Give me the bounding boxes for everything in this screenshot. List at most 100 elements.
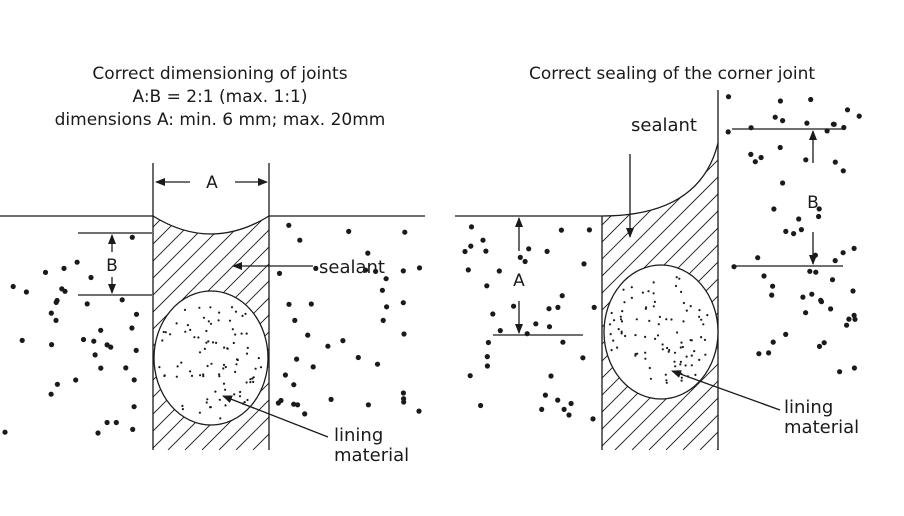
texture-dot (636, 352, 639, 355)
hatch-line (235, 416, 269, 450)
texture-dot (586, 227, 593, 233)
texture-dot (206, 364, 209, 368)
texture-dot (756, 351, 762, 357)
texture-dot (123, 365, 129, 371)
texture-dot (176, 365, 179, 368)
texture-dot (679, 346, 682, 349)
texture-dot (725, 129, 731, 135)
texture-dot (53, 317, 59, 323)
texture-dot (846, 316, 852, 322)
texture-dot (616, 346, 619, 349)
texture-dot (380, 317, 386, 323)
texture-dot (222, 382, 226, 385)
texture-dot (384, 304, 390, 310)
texture-dot (698, 315, 701, 318)
texture-dot (88, 274, 94, 281)
texture-dot (809, 291, 815, 297)
texture-dot (678, 277, 681, 280)
texture-dot (133, 347, 139, 353)
texture-dot (183, 308, 187, 311)
texture-dot (634, 354, 637, 357)
sealant-label: sealant (631, 115, 697, 136)
sealant-surface (152, 215, 270, 235)
lining-arrow (222, 395, 329, 438)
texture-dot (291, 401, 297, 407)
texture-dot (609, 333, 612, 336)
left-title-line-3: dimensions A: min. 6 mm; max. 20mm (55, 110, 386, 130)
texture-dot (752, 159, 758, 165)
texture-dot (73, 377, 79, 383)
texture-dot (676, 331, 679, 334)
texture-dot (679, 360, 683, 363)
hatch-line (631, 363, 718, 450)
texture-dot (612, 339, 615, 342)
texture-dot (215, 341, 218, 344)
texture-dot (680, 376, 683, 379)
texture-dot (175, 322, 178, 325)
texture-dot (133, 311, 140, 317)
texture-dot (780, 180, 786, 186)
texture-dot (483, 248, 489, 254)
texture-dot (49, 342, 55, 348)
texture-dot (202, 373, 205, 376)
texture-dot (850, 288, 856, 294)
texture-dot (328, 396, 334, 402)
texture-dot (310, 364, 316, 370)
texture-dot (468, 243, 474, 249)
texture-dot (591, 304, 597, 310)
texture-dot (355, 354, 361, 361)
texture-dot (282, 372, 288, 378)
texture-dot (840, 168, 846, 174)
texture-dot (462, 248, 468, 255)
texture-dot (92, 352, 98, 358)
texture-dot (652, 292, 655, 295)
texture-dot (291, 382, 297, 388)
texture-dot (245, 381, 248, 384)
texture-dot (276, 270, 283, 276)
texture-dot (783, 331, 789, 337)
texture-dot (620, 332, 623, 335)
texture-dot (634, 334, 637, 337)
texture-dot (210, 362, 213, 365)
texture-dot (297, 237, 303, 243)
texture-dot (162, 330, 165, 334)
hatch-line (602, 159, 718, 277)
texture-dot (238, 395, 242, 398)
texture-dot (402, 229, 408, 235)
texture-dot (580, 355, 586, 361)
texture-dot (245, 352, 249, 355)
texture-dot (665, 381, 668, 384)
texture-dot (416, 265, 423, 271)
texture-dot (769, 292, 775, 298)
texture-dot (207, 340, 210, 343)
texture-dot (245, 332, 248, 335)
texture-dot (568, 400, 574, 407)
texture-dot (233, 393, 236, 396)
lining-label-line-2: material (784, 417, 859, 438)
texture-dot (234, 333, 237, 336)
texture-dot (478, 402, 484, 409)
texture-dot (365, 402, 371, 408)
texture-dot (158, 366, 161, 369)
texture-dot (95, 430, 101, 436)
texture-dot (748, 151, 754, 157)
texture-dot (533, 321, 539, 327)
texture-dot (821, 340, 827, 346)
texture-dot (641, 291, 645, 294)
texture-dot (224, 388, 227, 391)
hatch-line (602, 143, 718, 260)
texture-dot (53, 299, 59, 305)
lining-material-dots (158, 306, 263, 420)
texture-dot (254, 367, 257, 370)
texture-dot (218, 373, 221, 376)
texture-dot (539, 406, 545, 412)
texture-dot (798, 227, 805, 233)
texture-dot (837, 369, 843, 375)
texture-dot (658, 315, 662, 318)
hatch-line (153, 216, 205, 262)
hatch-line (602, 143, 620, 158)
hatch-line (648, 380, 718, 450)
texture-dot (661, 343, 664, 346)
texture-dot (295, 402, 301, 408)
texture-dot (202, 375, 205, 378)
